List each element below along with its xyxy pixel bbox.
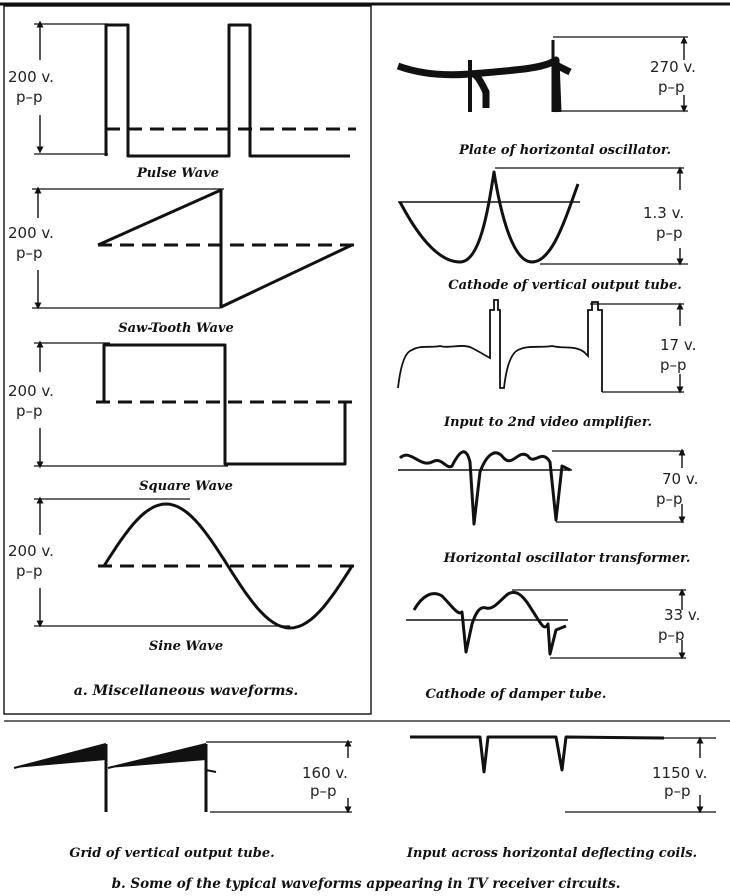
grid-v-out-unit: p–p xyxy=(310,782,337,800)
saw-amplitude: 200 v. xyxy=(8,224,54,242)
panel-a-caption: a. Miscellaneous waveforms. xyxy=(74,683,299,699)
sine-caption: Sine Wave xyxy=(149,639,223,654)
pulse-wave-diagram: 200 v. p–p Pulse Wave xyxy=(8,20,356,181)
square-unit: p–p xyxy=(16,402,43,420)
saw-caption: Saw-Tooth Wave xyxy=(118,321,233,336)
h-deflect-unit: p–p xyxy=(664,782,691,800)
h-osc-transformer-unit: p–p xyxy=(656,490,683,508)
panel-b-caption: b. Some of the typical waveforms appeari… xyxy=(112,876,621,892)
video-amplifier-diagram: 17 v. p–p Input to 2nd video amplifier. xyxy=(397,299,696,430)
damper-caption: Cathode of damper tube. xyxy=(426,687,607,702)
sine-unit: p–p xyxy=(16,562,43,580)
sine-wave-diagram: 200 v. p–p Sine Wave xyxy=(8,496,356,654)
cathode-damper-diagram: 33 v. p–p Cathode of damper tube. xyxy=(406,588,700,702)
grid-v-out-amplitude: 160 v. xyxy=(302,764,348,782)
plate-h-osc-unit: p–p xyxy=(658,78,685,96)
grid-vertical-output-diagram: 160 v. p–p Grid of vertical output tube. xyxy=(13,739,352,861)
h-deflect-caption: Input across horizontal deflecting coils… xyxy=(406,846,697,861)
damper-amplitude: 33 v. xyxy=(664,606,700,624)
pulse-caption: Pulse Wave xyxy=(136,166,219,181)
h-osc-transformer-caption: Horizontal oscillator transformer. xyxy=(443,551,691,566)
square-amplitude: 200 v. xyxy=(8,382,54,400)
h-osc-transformer-amplitude: 70 v. xyxy=(662,470,698,488)
video-amp-caption: Input to 2nd video amplifier. xyxy=(443,415,652,430)
plate-horizontal-oscillator-diagram: 270 v. p–p Plate of horizontal oscillato… xyxy=(396,36,696,158)
cathode-vertical-output-diagram: 1.3 v. p–p Cathode of vertical output tu… xyxy=(398,166,688,293)
saw-unit: p–p xyxy=(16,244,43,262)
plate-h-osc-caption: Plate of horizontal oscillator. xyxy=(458,143,671,158)
pulse-unit: p–p xyxy=(16,88,43,106)
video-amp-amplitude: 17 v. xyxy=(660,336,696,354)
grid-v-out-caption: Grid of vertical output tube. xyxy=(69,846,274,861)
cathode-v-out-unit: p–p xyxy=(656,224,683,242)
saw-tooth-wave-diagram: 200 v. p–p Saw-Tooth Wave xyxy=(8,186,356,336)
figure-borders xyxy=(0,2,730,722)
plate-h-osc-amplitude: 270 v. xyxy=(650,58,696,76)
horizontal-deflecting-coils-diagram: 1150 v. p–p Input across horizontal defl… xyxy=(406,735,716,861)
square-wave-diagram: 200 v. p–p Square Wave xyxy=(8,340,356,494)
damper-unit: p–p xyxy=(658,626,685,644)
cathode-v-out-amplitude: 1.3 v. xyxy=(643,204,684,222)
cathode-v-out-caption: Cathode of vertical output tube. xyxy=(448,278,682,293)
square-caption: Square Wave xyxy=(139,479,233,494)
sine-amplitude: 200 v. xyxy=(8,542,54,560)
pulse-amplitude: 200 v. xyxy=(8,68,54,86)
horizontal-oscillator-transformer-diagram: 70 v. p–p Horizontal oscillator transfor… xyxy=(398,448,698,566)
h-deflect-amplitude: 1150 v. xyxy=(652,764,707,782)
video-amp-unit: p–p xyxy=(660,356,687,374)
